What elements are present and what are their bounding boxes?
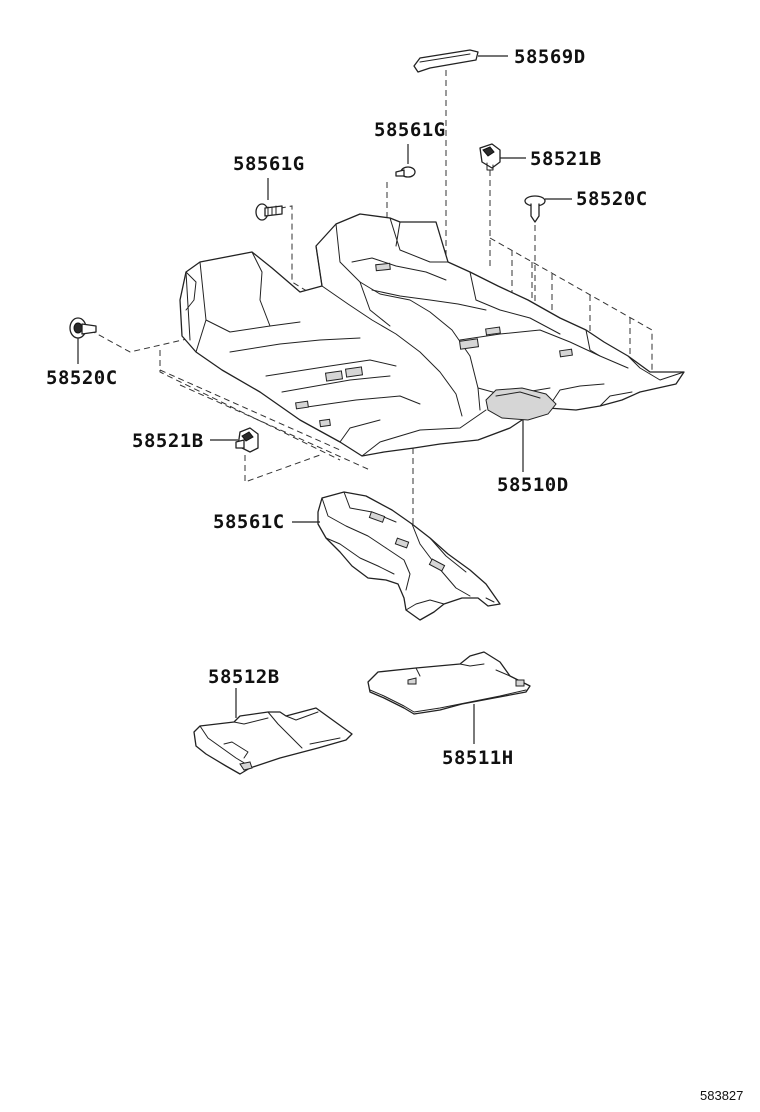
clip-58521b-upper: [479, 143, 526, 171]
label-58510d: 58510D: [497, 474, 569, 496]
clip-58521b-lower: [210, 427, 259, 453]
label-58520c-left: 58520C: [46, 367, 118, 389]
screw-58561g-center: [395, 144, 416, 178]
reference-number: 583827: [700, 1088, 743, 1103]
clip-58520c-right: [524, 195, 572, 223]
carpet-58512b: [193, 688, 353, 775]
cover-58569d: [413, 49, 508, 73]
label-58569d: 58569D: [514, 46, 586, 68]
screw-58561g-left: [255, 178, 283, 221]
carpet-58510d: [179, 213, 685, 472]
carpet-58511h: [367, 651, 531, 744]
label-58520c-right: 58520C: [576, 188, 648, 210]
label-58512b: 58512B: [208, 666, 280, 688]
carpet-58561c: [292, 491, 501, 621]
label-58521b-lower: 58521B: [132, 430, 204, 452]
label-58511h: 58511H: [442, 747, 514, 769]
label-58561c: 58561C: [213, 511, 285, 533]
clip-58520c-left: [69, 317, 97, 364]
label-58561g-left: 58561G: [233, 153, 305, 175]
label-58521b-upper: 58521B: [530, 148, 602, 170]
label-58561g-center: 58561G: [374, 119, 446, 141]
